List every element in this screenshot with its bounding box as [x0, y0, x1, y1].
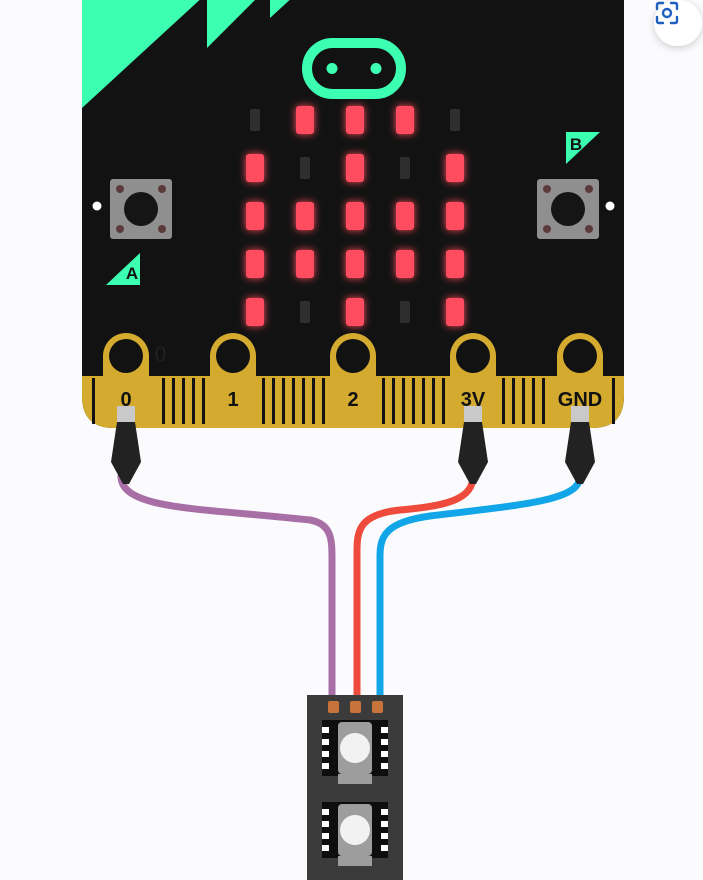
connector-finger-gap — [262, 378, 265, 424]
led-r2c2 — [346, 202, 364, 230]
neopixel-leds — [322, 720, 388, 866]
connector-finger-gap — [522, 378, 525, 424]
led-r0c1 — [296, 106, 314, 134]
connector-finger-gap — [282, 378, 285, 424]
led-r2c4 — [446, 202, 464, 230]
led-r2c3 — [396, 202, 414, 230]
connector-finger-gap — [292, 378, 295, 424]
pin0-value-readout: 0 — [154, 342, 167, 366]
led-r0c2 — [346, 106, 364, 134]
pin-2[interactable]: 2 — [330, 333, 376, 426]
wire-pin0 — [117, 472, 336, 704]
led-r2c0 — [246, 202, 264, 230]
button-b-badge: B — [566, 132, 600, 164]
led-r2c1 — [296, 202, 314, 230]
pin-label: 3V — [461, 389, 486, 411]
led-r0c4 — [450, 109, 460, 131]
led-matrix — [246, 106, 464, 326]
connector-finger-gap — [542, 378, 545, 424]
led-r4c4 — [446, 298, 464, 326]
microbit-board: A B — [82, 0, 624, 428]
connector-finger-gap — [312, 378, 315, 424]
connector-finger-gap — [302, 378, 305, 424]
screenshot-icon — [655, 1, 679, 25]
led-r1c0 — [246, 154, 264, 182]
wire-gnd — [376, 472, 584, 704]
connector-finger-gap — [382, 378, 385, 424]
clip-pin0 — [111, 406, 141, 484]
button-a-hole — [92, 201, 102, 211]
led-r1c4 — [446, 154, 464, 182]
microbit-logo-icon — [302, 38, 406, 99]
wires — [117, 472, 584, 704]
connector-finger-gap — [432, 378, 435, 424]
neopixel-led-1 — [322, 802, 388, 866]
led-r1c3 — [400, 157, 410, 179]
pin-1[interactable]: 1 — [210, 333, 256, 426]
crocodile-clips — [111, 406, 595, 484]
brand-stripes — [82, 0, 295, 108]
led-r4c0 — [246, 298, 264, 326]
button-b-group: B — [537, 132, 615, 239]
led-r1c2 — [346, 154, 364, 182]
led-r4c1 — [300, 301, 310, 323]
clip-gnd — [565, 406, 595, 484]
wire-3v — [353, 472, 477, 704]
led-r3c4 — [446, 250, 464, 278]
connector-finger-gap — [512, 378, 515, 424]
connector-finger-gap — [92, 378, 95, 424]
button-b[interactable] — [537, 179, 599, 239]
connector-finger-gap — [192, 378, 195, 424]
connector-finger-gap — [402, 378, 405, 424]
connector-finger-gap — [172, 378, 175, 424]
neopixel-strip — [307, 695, 403, 880]
led-r4c2 — [346, 298, 364, 326]
pin-3v[interactable]: 3V — [450, 333, 496, 426]
pin-0[interactable]: 0 — [103, 333, 149, 426]
button-b-label: B — [570, 135, 582, 154]
connector-finger-gap — [272, 378, 275, 424]
connector-finger-gap — [322, 378, 325, 424]
neopixel-led-0 — [322, 720, 388, 784]
connector-finger-gap — [422, 378, 425, 424]
pin-label: GND — [558, 389, 602, 411]
button-b-hole — [605, 201, 615, 211]
connector-finger-gap — [442, 378, 445, 424]
edge-pins: 0 1 2 3V GND — [103, 333, 603, 426]
connector-finger-gap — [412, 378, 415, 424]
led-r3c1 — [296, 250, 314, 278]
connector-finger-gap — [502, 378, 505, 424]
pin-label: 1 — [227, 389, 238, 411]
connector-finger-gap — [532, 378, 535, 424]
button-a[interactable] — [110, 179, 172, 239]
led-r3c0 — [246, 250, 264, 278]
strip-pad-vcc — [350, 701, 361, 713]
connector-finger-gap — [612, 378, 615, 424]
edge-connector: 0 1 2 3V GND — [82, 333, 624, 428]
pin-gnd[interactable]: GND — [557, 333, 603, 426]
button-a-group: A — [92, 179, 172, 285]
connector-finger-gap — [202, 378, 205, 424]
strip-pad-gnd — [372, 701, 383, 713]
screenshot-button[interactable] — [654, 0, 702, 46]
connector-finger-gap — [392, 378, 395, 424]
clip-3v — [458, 406, 488, 484]
pin-label: 0 — [120, 389, 131, 411]
led-r0c3 — [396, 106, 414, 134]
button-a-label: A — [126, 264, 138, 283]
pin-label: 2 — [347, 389, 358, 411]
led-r4c3 — [400, 301, 410, 323]
strip-pad-din — [328, 701, 339, 713]
led-r1c1 — [300, 157, 310, 179]
connector-finger-gap — [162, 378, 165, 424]
edge-connector-fingers — [92, 378, 615, 424]
connector-finger-gap — [182, 378, 185, 424]
led-r3c2 — [346, 250, 364, 278]
led-r0c0 — [250, 109, 260, 131]
button-a-badge: A — [106, 253, 140, 285]
led-r3c3 — [396, 250, 414, 278]
